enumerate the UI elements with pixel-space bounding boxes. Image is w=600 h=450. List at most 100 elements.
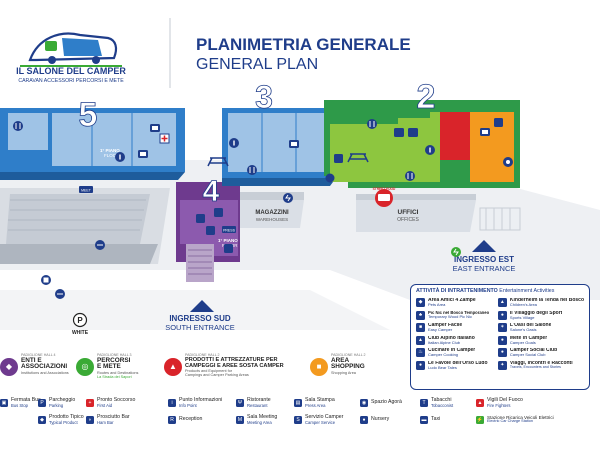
activity-label: Area Amici 4 Zampe <box>428 298 476 304</box>
activity-label-en: Travels, Encounters and Stories <box>509 364 561 369</box>
service-label: Vigili Del Fuoco <box>487 397 523 404</box>
activity-label-en: Pets Area <box>428 302 446 308</box>
service-taxi[interactable]: ▬Taxi <box>420 414 440 426</box>
hall-3[interactable] <box>222 108 336 186</box>
tobacconist-icon <box>325 173 335 183</box>
service-label: Stazione Ricarica Veicoli Elettrici <box>487 414 554 420</box>
service-label: Servizio Camper <box>305 414 344 421</box>
camper-service-icon <box>95 240 105 250</box>
service-label: Parcheggio <box>49 397 76 404</box>
service-label-en: Tobacconist <box>431 402 454 408</box>
service-label-en: First Aid <box>97 402 113 408</box>
fire-icon: ▲ <box>476 399 484 407</box>
offices-building <box>356 194 521 232</box>
camper-service-icon: S <box>294 416 302 424</box>
street-food-icon[interactable] <box>375 189 393 207</box>
press-icon: ▤ <box>294 399 302 407</box>
info-point-icon <box>115 152 125 162</box>
routes-icon: ◎ <box>76 358 94 376</box>
parking-icon: P <box>38 399 46 407</box>
meeting-room-icon: MEET <box>79 186 93 193</box>
service-agora[interactable]: ◉Spazio Agorà <box>360 397 402 409</box>
service-label-en: Camper Service <box>305 419 336 425</box>
east-entrance-label: INGRESSO EST <box>454 255 514 264</box>
service-label-en: Meeting Area <box>247 419 272 425</box>
category-hall: PADIGLIONE HALL 2 <box>185 353 220 357</box>
activity-label: Camper Facile <box>428 323 463 329</box>
category-area-shopping[interactable]: ■ PADIGLIONE HALL 2 AREA SHOPPING Shoppi… <box>310 353 366 386</box>
entertainment-activities-legend: ATTIVITÀ DI INTRATTENIMENTO Entertainmen… <box>410 284 590 390</box>
east-entrance-arrow-icon <box>472 240 496 252</box>
activity-label-en: Sports Village <box>509 314 535 320</box>
warehouses-label-en: WAREHOUSES <box>256 217 288 222</box>
hall-5-label: 5 <box>79 96 98 134</box>
activity-label-en: Camper Goals <box>509 339 536 345</box>
parking-icon[interactable]: P <box>72 312 88 328</box>
service-label: Nursery <box>371 416 390 423</box>
logo-name: IL SALONE DEL CAMPER <box>16 66 126 76</box>
category-prodotti-attrezzature[interactable]: ▲ PADIGLIONE HALL 2 PRODOTTI E ATTREZZAT… <box>164 353 284 386</box>
service-label-en: Bus Stop <box>11 402 28 408</box>
south-entrance[interactable] <box>190 300 214 312</box>
shopping-bag-icon: ■ <box>310 358 328 376</box>
service-label-en: Info Point <box>179 402 197 408</box>
activity-label: Club Alpino Italiano <box>428 335 475 341</box>
palm-icon: ✶ <box>497 323 507 333</box>
service-label: Sala Stampa <box>305 397 335 404</box>
service-nursery[interactable]: ●Nursery <box>360 414 389 426</box>
charging-icon: ⚡ <box>476 416 484 424</box>
restaurant-icon <box>247 165 257 175</box>
east-entrance-label-en: EAST ENTRANCE <box>453 264 516 273</box>
category-sub: Institutions and Associations <box>21 371 69 376</box>
tobacco-icon: T <box>420 399 428 407</box>
category-name: CAMPEGGI E AREE SOSTA CAMPER <box>185 362 284 369</box>
service-label: Pronto Soccorso <box>97 397 136 404</box>
toilet-icon <box>138 150 148 158</box>
category-name: SHOPPING <box>331 363 365 371</box>
activity-label: L'Oasi del Salone <box>509 323 552 329</box>
cucinare-icon <box>224 244 233 253</box>
category-percorsi-mete[interactable]: ◎ PADIGLIONE HALL 3 PERCORSI E METE Rout… <box>76 353 138 386</box>
logo-tagline: CARAVAN ACCESSORI PERCORSI E METE <box>18 78 124 84</box>
info-point-icon <box>229 138 239 148</box>
east-entrance[interactable] <box>472 240 496 252</box>
restaurant-icon <box>367 119 377 129</box>
service-label: Punto Informazioni <box>179 397 223 404</box>
category-enti-associazioni[interactable]: ◆ PADIGLIONE HALL 4 ENTI E ASSOCIAZIONI … <box>0 353 69 386</box>
activity-label: Pic Nic nel Bosco Temporaneo <box>428 311 490 316</box>
chef-hat-icon: ♨ <box>416 348 425 358</box>
offices-label: UFFICI <box>398 209 419 216</box>
service-label-en: Fire Fighters <box>487 402 511 408</box>
picnic-table-icon <box>347 153 369 163</box>
bus-stop-icon <box>41 275 51 285</box>
svg-text:P: P <box>77 316 83 325</box>
hall-3-label: 3 <box>255 79 273 115</box>
activity-label: Mete in Camper <box>509 335 548 341</box>
